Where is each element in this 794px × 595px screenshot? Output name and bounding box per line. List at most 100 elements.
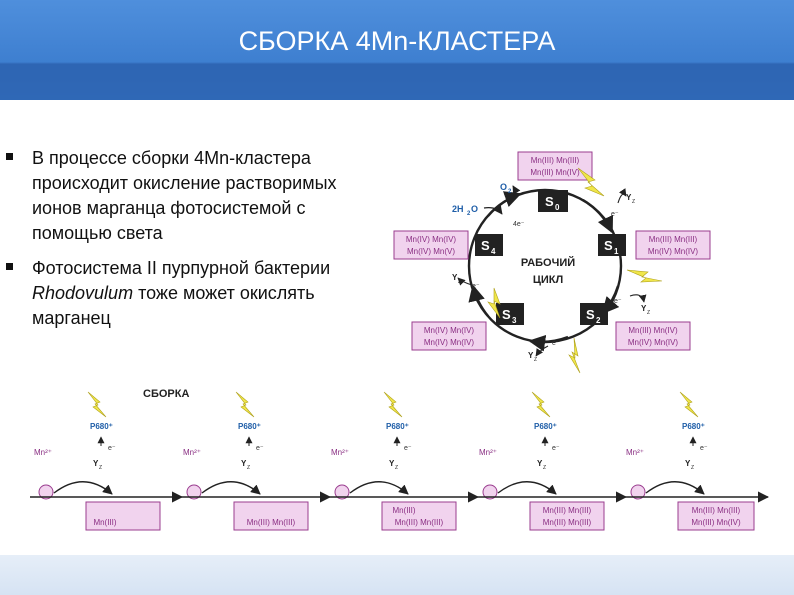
assembly-stage-3: P680⁺ Mn²⁺ e⁻ Y Z Mn(III) Mn(III) Mn(III… (330, 391, 480, 531)
cycle-arrow-s2-s3 (528, 334, 569, 352)
svg-text:O: O (471, 204, 478, 214)
svg-text:e⁻: e⁻ (700, 445, 708, 452)
title-bar-band (0, 64, 794, 100)
electron-label-s2: e⁻ (552, 340, 560, 347)
flash-icon (568, 337, 581, 374)
svg-text:Z: Z (247, 465, 250, 471)
svg-text:Y: Y (389, 459, 395, 468)
cycle-box-s1: Mn(III) Mn(III) Mn(IV) Mn(IV) (635, 230, 711, 260)
cycle-box-s0: Mn(III) Mn(III) Mn(III) Mn(IV) (517, 151, 593, 181)
assembly-sequence: СБОРКА P680⁺ Mn²⁺ e⁻ Y Z Mn(III) P680⁺ M… (30, 388, 770, 531)
svg-text:Z: Z (691, 465, 694, 471)
slide-title: СБОРКА 4Mn-КЛАСТЕРА (238, 26, 556, 56)
bullet-1: В процессе сборки 4Mn-кластера происходи… (6, 146, 382, 246)
state-s3: S 3 (496, 303, 524, 325)
svg-text:Y: Y (241, 459, 247, 468)
svg-text:Y: Y (626, 193, 632, 202)
h2o-label: 2H 2 O (452, 204, 478, 217)
yz-arrow-s2 (535, 345, 549, 357)
flash-icon (679, 391, 699, 418)
svg-text:Z: Z (543, 465, 546, 471)
svg-text:Mn(III) Mn(IV): Mn(III) Mn(IV) (628, 326, 678, 335)
flash-icon (626, 269, 663, 283)
svg-text:Mn²⁺: Mn²⁺ (183, 448, 201, 457)
svg-text:Z: Z (647, 310, 650, 316)
svg-text:Mn²⁺: Mn²⁺ (331, 448, 349, 457)
svg-text:Mn(IV) Mn(V): Mn(IV) Mn(V) (407, 247, 455, 256)
svg-text:Y: Y (528, 351, 534, 360)
svg-text:2: 2 (508, 189, 512, 195)
flash-icon (235, 391, 255, 418)
cycle-arrow-s4-s0 (487, 191, 522, 217)
svg-text:S: S (545, 194, 554, 209)
kok-cycle: РАБОЧИЙ ЦИКЛ S 0 S 1 S 2 S 3 S 4 (393, 151, 711, 374)
svg-text:Mn²⁺: Mn²⁺ (479, 448, 497, 457)
svg-text:Mn(III) Mn(III): Mn(III) Mn(III) (543, 506, 592, 515)
svg-text:P680⁺: P680⁺ (534, 422, 557, 431)
svg-text:Mn(III) Mn(III): Mn(III) Mn(III) (395, 518, 444, 527)
svg-text:e⁻: e⁻ (108, 445, 116, 452)
svg-text:P680⁺: P680⁺ (238, 422, 261, 431)
bullet-2-text-end: тоже может окислять марганец (32, 283, 315, 328)
h2o-arrow (483, 205, 503, 215)
flash-icon (487, 287, 501, 319)
flash-icon (383, 391, 403, 418)
svg-text:Y: Y (685, 459, 691, 468)
assembly-stage-5: P680⁺ Mn²⁺ e⁻ Y Z Mn(III) Mn(III) Mn(III… (626, 391, 770, 531)
svg-text:Mn(III) Mn(III): Mn(III) Mn(III) (543, 518, 592, 527)
svg-text:Mn(III) Mn(IV): Mn(III) Mn(IV) (691, 518, 741, 527)
electron-label-s0: e⁻ (611, 211, 619, 218)
svg-text:Z: Z (395, 465, 398, 471)
cycle-center-line2: ЦИКЛ (533, 274, 563, 286)
yz-arrow-s3 (457, 277, 473, 286)
svg-text:Mn(IV) Mn(IV): Mn(IV) Mn(IV) (424, 326, 475, 335)
title-bar (0, 0, 794, 100)
svg-text:Y: Y (641, 304, 647, 313)
yz-arrow-s1 (629, 294, 647, 303)
svg-text:O: O (500, 182, 507, 192)
assembly-stage-4: P680⁺ Mn²⁺ e⁻ Y Z Mn(III) Mn(III) Mn(III… (478, 391, 628, 531)
svg-text:Y: Y (452, 273, 458, 282)
svg-text:Mn(III) Mn(IV): Mn(III) Mn(IV) (530, 168, 580, 177)
state-s4: S 4 (475, 234, 503, 256)
bullet-2: Фотосистема II пурпурной бактерии Rhodov… (6, 256, 382, 331)
cycle-arrow-s3-s4 (468, 284, 489, 317)
assembly-stage-1: P680⁺ Mn²⁺ e⁻ Y Z Mn(III) (30, 391, 184, 531)
o2-arrow (511, 185, 521, 201)
svg-text:Mn(III): Mn(III) (93, 518, 116, 527)
svg-text:Mn(III): Mn(III) (392, 506, 415, 515)
bullet-1-text: В процессе сборки 4Mn-кластера происходи… (32, 148, 337, 243)
slide-footer (0, 555, 794, 595)
svg-text:S: S (481, 238, 490, 253)
svg-text:Mn(IV) Mn(IV): Mn(IV) Mn(IV) (648, 247, 699, 256)
cycle-box-s3: Mn(IV) Mn(IV) Mn(IV) Mn(IV) (411, 321, 487, 351)
electron-label-s1: e⁻ (614, 298, 622, 305)
svg-text:S: S (502, 307, 511, 322)
electron-label-s3: e⁻ (472, 283, 480, 290)
svg-text:Z: Z (632, 199, 635, 205)
svg-text:Y: Y (537, 459, 543, 468)
svg-text:e⁻: e⁻ (404, 445, 412, 452)
svg-text:Mn(IV) Mn(IV): Mn(IV) Mn(IV) (406, 235, 457, 244)
svg-text:Mn(III) Mn(III): Mn(III) Mn(III) (247, 518, 296, 527)
bullet-2-species: Rhodovulum (32, 283, 134, 303)
flash-icon (577, 167, 605, 197)
cycle-box-s2: Mn(III) Mn(IV) Mn(IV) Mn(IV) (615, 321, 691, 351)
flash-icon (531, 391, 551, 418)
cycle-box-s4: Mn(IV) Mn(IV) Mn(IV) Mn(V) (393, 230, 469, 260)
cycle-arrow-s0-s1 (582, 198, 614, 234)
svg-text:1: 1 (614, 247, 619, 256)
assembly-label: СБОРКА (143, 388, 189, 400)
svg-text:e⁻: e⁻ (256, 445, 264, 452)
svg-text:e⁻: e⁻ (552, 445, 560, 452)
svg-text:P680⁺: P680⁺ (682, 422, 705, 431)
svg-text:Z: Z (458, 279, 461, 285)
four-electron-label: 4e⁻ (513, 221, 525, 228)
svg-text:Mn(III) Mn(III): Mn(III) Mn(III) (649, 235, 698, 244)
bullet-2-text-start: Фотосистема II пурпурной бактерии (32, 258, 331, 278)
svg-text:2: 2 (596, 316, 601, 325)
svg-text:Mn(IV) Mn(IV): Mn(IV) Mn(IV) (424, 338, 475, 347)
